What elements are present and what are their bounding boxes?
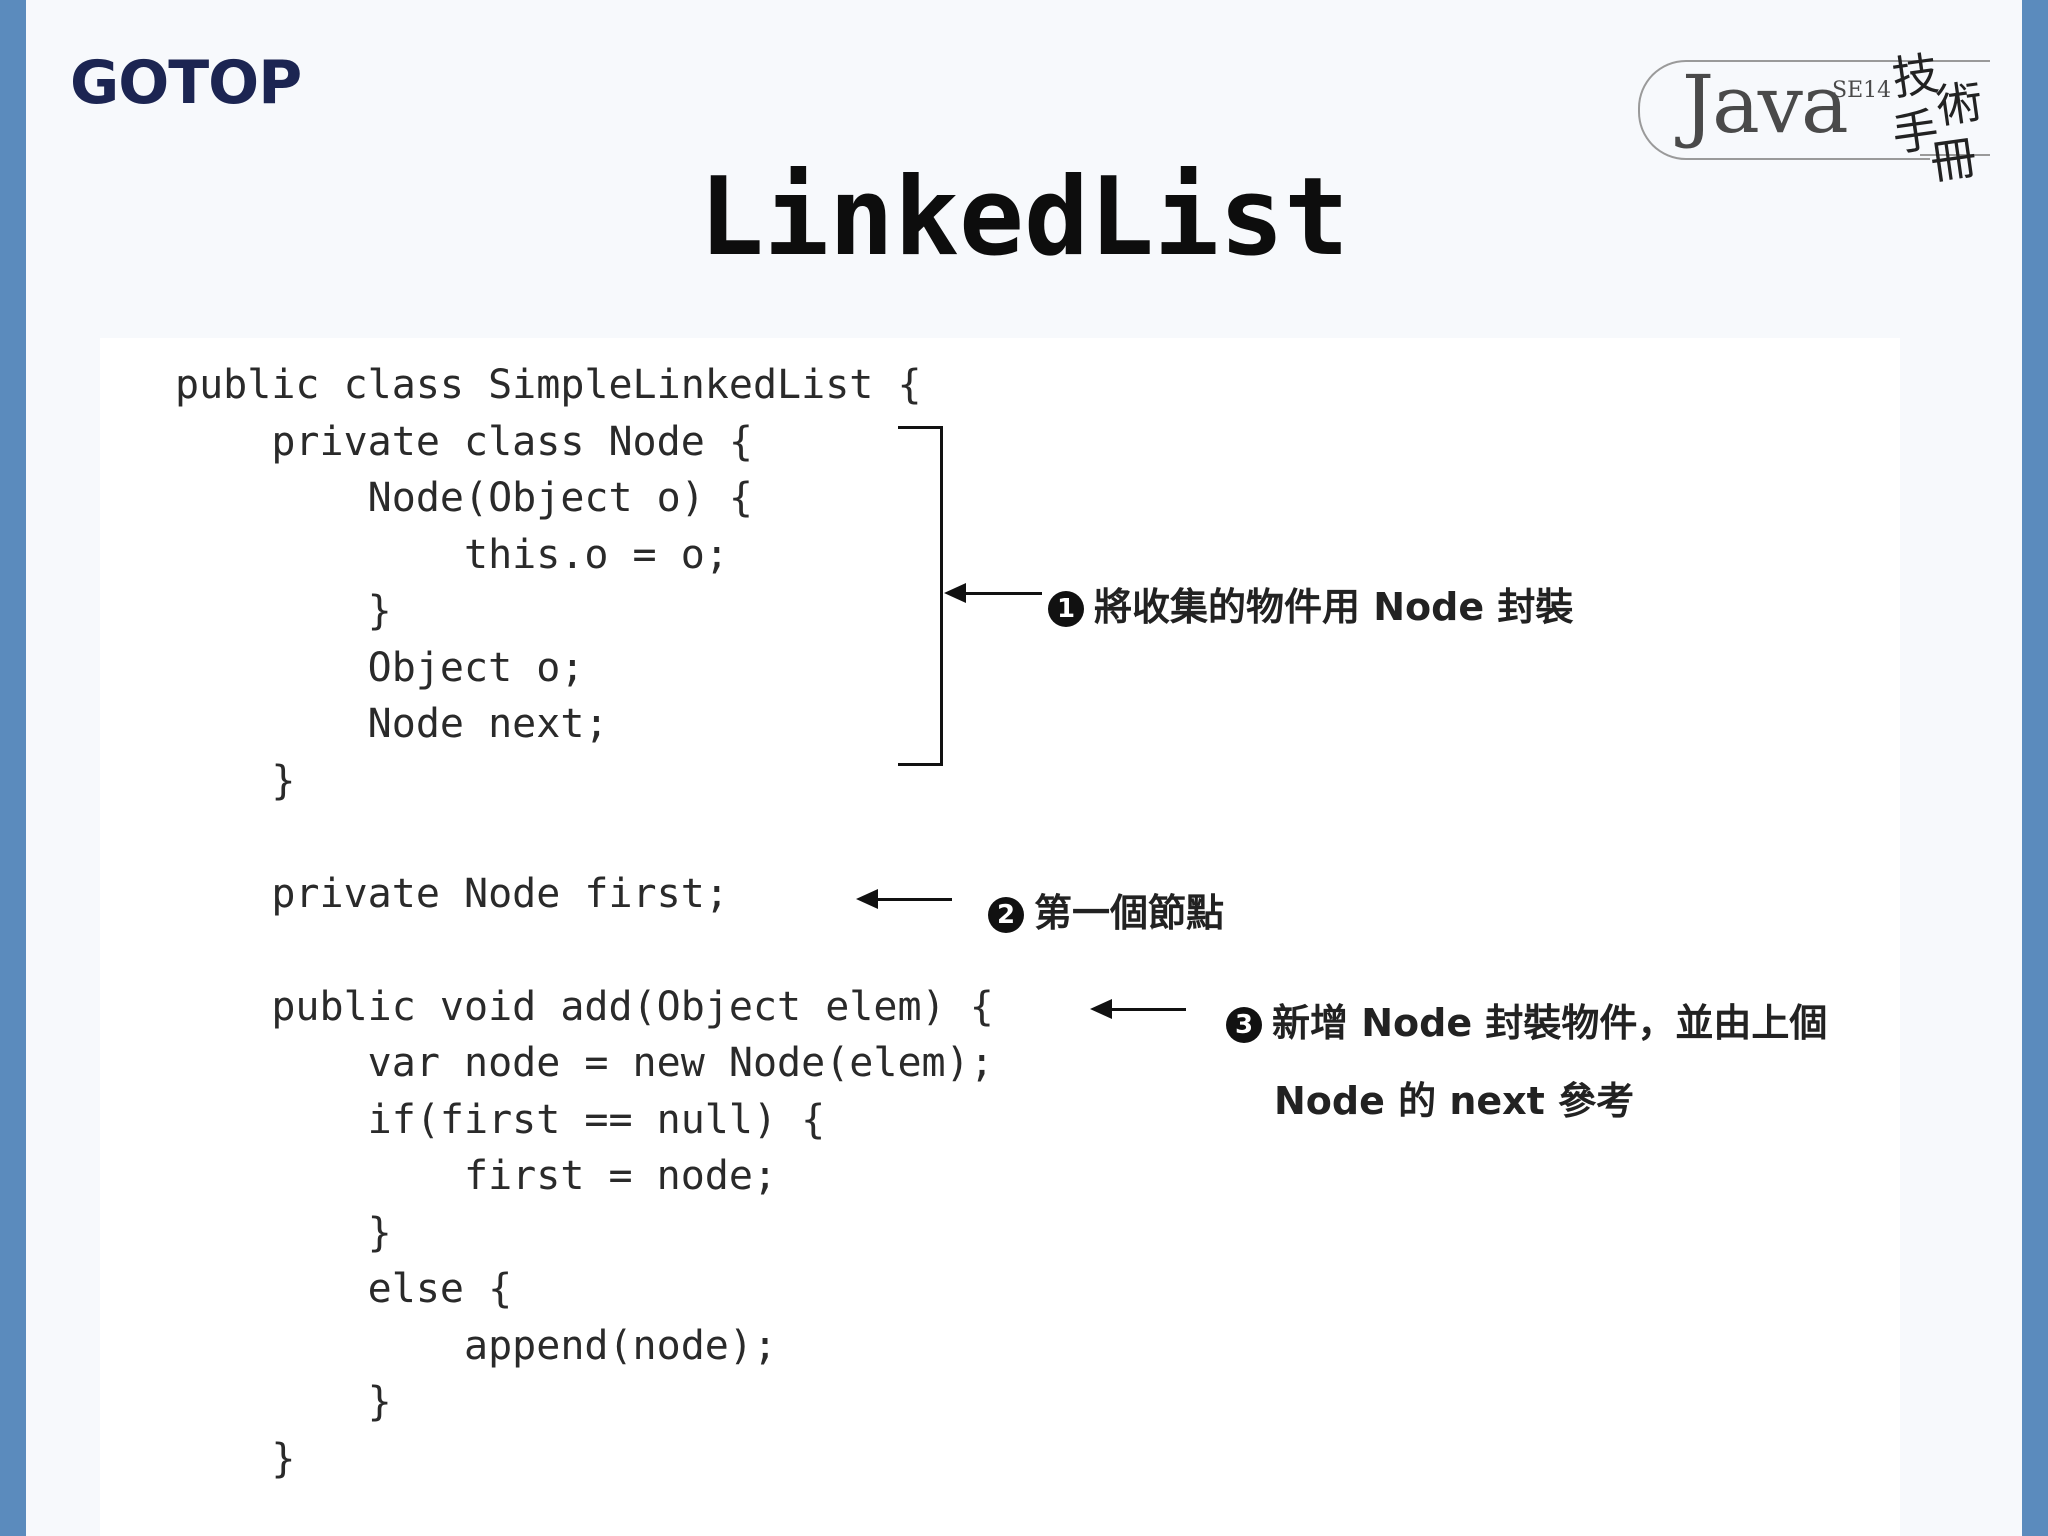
java-logo-rule-bottom — [1920, 154, 1990, 156]
code-line: } — [175, 758, 296, 804]
slide-title: LinkedList — [698, 155, 1350, 280]
arrow-left-icon — [856, 889, 952, 909]
code-panel — [100, 338, 1900, 1536]
code-line: append(node); — [175, 1323, 778, 1369]
java-logo-frame — [1638, 60, 1930, 160]
number-badge: 3 — [1226, 1007, 1262, 1043]
arrow-left-icon — [1090, 999, 1186, 1019]
code-line: this.o = o; — [175, 532, 729, 578]
code-line: } — [175, 1436, 296, 1482]
code-line: private class Node { — [175, 419, 753, 465]
code-line: public class SimpleLinkedList { — [175, 362, 922, 408]
code-line: } — [175, 1210, 392, 1256]
annotation-3-continuation: Node 的 next 參考 — [1274, 1079, 1635, 1123]
code-line: } — [175, 1379, 392, 1425]
annotation-text: 將收集的物件用 Node 封裝 — [1094, 585, 1574, 629]
number-badge: 2 — [988, 897, 1024, 933]
code-line: var node = new Node(elem); — [175, 1040, 994, 1086]
annotation-3: 3 新增 Node 封裝物件，並由上個 — [1226, 992, 1827, 1047]
arrow-left-icon — [944, 583, 1042, 603]
code-line: private Node first; — [175, 871, 729, 917]
annotation-2: 2 第一個節點 — [988, 882, 1224, 937]
annotation-1: 1 將收集的物件用 Node 封裝 — [1048, 576, 1573, 631]
code-line: Node(Object o) { — [175, 475, 753, 521]
code-line: if(first == null) { — [175, 1097, 826, 1143]
number-badge: 1 — [1048, 591, 1084, 627]
code-line: public void add(Object elem) { — [175, 984, 994, 1030]
java-se14-logo: Java SE14 技 術 手 冊 — [1630, 38, 1990, 190]
gotop-logo: GOTOP — [70, 48, 302, 118]
node-class-bracket — [898, 426, 943, 766]
java-logo-rule-top — [1920, 60, 1990, 62]
code-line: else { — [175, 1266, 513, 1312]
annotation-text: 第一個節點 — [1034, 891, 1225, 935]
code-line: Object o; — [175, 645, 585, 691]
java-logo-word: Java — [1682, 58, 1849, 151]
java-logo-version: SE14 — [1832, 78, 1892, 103]
left-border-bar — [0, 0, 26, 1536]
code-line: first = node; — [175, 1153, 778, 1199]
code-line: } — [175, 588, 392, 634]
annotation-text: 新增 Node 封裝物件，並由上個 — [1272, 1001, 1828, 1045]
right-border-bar — [2022, 0, 2048, 1536]
code-line: Node next; — [175, 701, 609, 747]
